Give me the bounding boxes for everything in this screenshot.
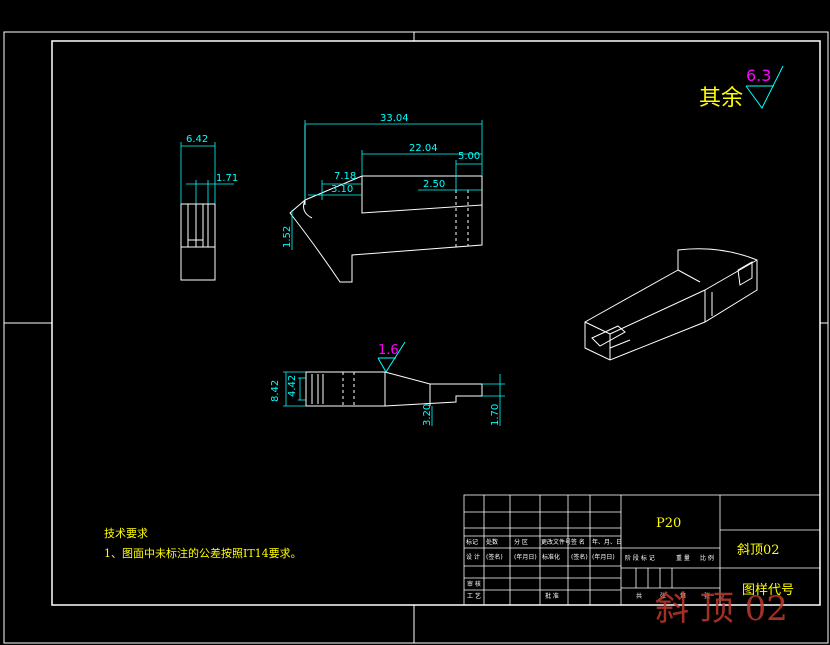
tb-h1-2: 分 区 bbox=[514, 539, 528, 546]
tb-approve: 批 准 bbox=[545, 593, 559, 600]
tb-h1-4: 签 名 bbox=[571, 539, 585, 546]
tb-h2-2: (年月日) bbox=[514, 554, 537, 561]
dim-side-171: 1.71 bbox=[216, 173, 239, 184]
front-view bbox=[289, 125, 483, 283]
roughness-other-label: 其余 bbox=[699, 86, 744, 111]
tb-h1-3: 更改文件号 bbox=[541, 539, 572, 546]
side-view bbox=[180, 203, 216, 281]
roughness-section-value: 1.6 bbox=[378, 343, 399, 358]
title-part-name: 斜顶02 bbox=[737, 543, 780, 558]
tb-h2-5: (年月日) bbox=[592, 554, 615, 561]
dim-front-width: 33.04 bbox=[380, 113, 409, 124]
tb-h2-0: 设 计 bbox=[466, 554, 480, 561]
notes-line1: 1、图面中未标注的公差按照IT14要求。 bbox=[104, 547, 302, 560]
tb-sheet-3: 张 bbox=[704, 593, 711, 600]
top-dims bbox=[283, 371, 505, 426]
tb-h2-1: (签名) bbox=[486, 554, 503, 561]
dim-front-250: 2.50 bbox=[423, 179, 446, 190]
dim-top-170: 1.70 bbox=[490, 403, 501, 426]
title-block-grid bbox=[463, 494, 821, 606]
inner-frame bbox=[51, 40, 821, 606]
dim-front-5: 5.00 bbox=[458, 151, 481, 162]
isometric-view bbox=[584, 248, 758, 361]
side-dims bbox=[180, 142, 234, 204]
top-view bbox=[305, 371, 483, 407]
tb-h2-3: 标准化 bbox=[542, 554, 561, 561]
roughness-other-value: 6.3 bbox=[746, 66, 772, 85]
dim-top-442: 4.42 bbox=[287, 374, 298, 397]
tb-stage-2: 比 例 bbox=[700, 555, 714, 562]
tb-sheet-2: 第 bbox=[680, 593, 687, 600]
tb-h1-5: 年、月、日 bbox=[592, 539, 623, 546]
front-dims bbox=[291, 120, 483, 250]
dim-front-310: 3.10 bbox=[331, 184, 354, 195]
dim-front-152: 1.52 bbox=[282, 225, 293, 248]
tb-left-0: 审 核 bbox=[467, 581, 481, 588]
title-drawing-code-label: 图样代号 bbox=[742, 583, 795, 598]
dim-top-842: 8.42 bbox=[270, 379, 281, 402]
tb-left-1: 工 艺 bbox=[467, 593, 481, 600]
tb-h2-4: (签名) bbox=[571, 554, 588, 561]
title-material: P20 bbox=[656, 516, 682, 531]
tb-h1-0: 标记 bbox=[466, 539, 479, 546]
top-hidden-lines bbox=[342, 372, 355, 406]
roughness-symbol-other bbox=[745, 65, 784, 109]
tb-stage-1: 重 量 bbox=[676, 555, 690, 562]
dim-side-width: 6.42 bbox=[186, 134, 209, 145]
tb-stage-0: 阶 段 标 记 bbox=[625, 555, 655, 562]
roughness-symbol-section bbox=[377, 341, 406, 373]
watermark: 斜 顶 02 bbox=[655, 589, 788, 629]
tb-sheet-0: 共 bbox=[636, 593, 643, 600]
notes-title: 技术要求 bbox=[104, 527, 148, 540]
dim-front-718: 7.18 bbox=[334, 171, 357, 182]
front-hidden-lines bbox=[455, 190, 469, 247]
dim-front-22: 22.04 bbox=[409, 143, 438, 154]
tb-sheet-1: 张 bbox=[660, 593, 667, 600]
outer-frame bbox=[3, 31, 829, 644]
tb-h1-1: 处数 bbox=[486, 539, 499, 546]
dim-top-320: 3.20 bbox=[422, 403, 433, 426]
